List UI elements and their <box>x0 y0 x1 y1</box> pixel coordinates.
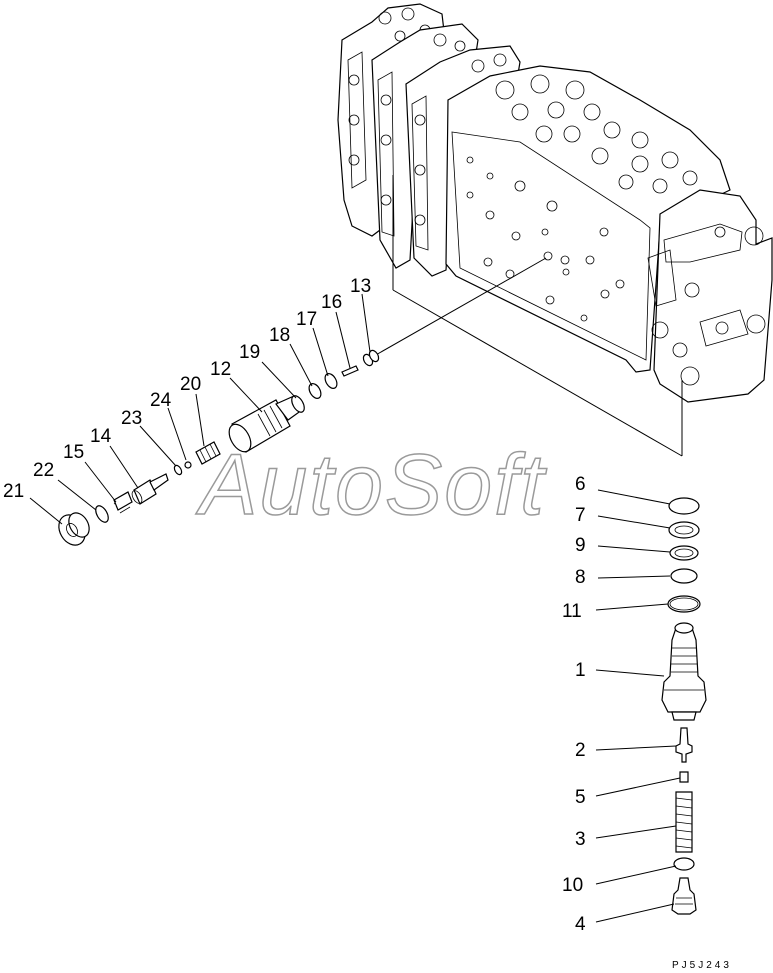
callout-9: 9 <box>575 535 586 556</box>
poppet-part-14 <box>131 473 169 505</box>
spring-part-20 <box>195 441 221 465</box>
callout-22: 22 <box>33 460 54 481</box>
left-valve-assembly <box>58 349 380 546</box>
spring-part-3 <box>675 791 693 853</box>
pin-part-16 <box>341 365 359 377</box>
spool-part-2 <box>675 727 693 763</box>
o-ring-part-18 <box>308 383 322 399</box>
callout-16: 16 <box>321 292 342 313</box>
seat-part-5 <box>679 771 689 783</box>
ring-part-23 <box>173 464 183 476</box>
callout-4: 4 <box>575 914 586 935</box>
spring-part-15 <box>113 491 133 514</box>
callout-14: 14 <box>90 426 112 447</box>
callout-21: 21 <box>3 481 24 502</box>
callout-6: 6 <box>575 474 586 495</box>
callout-5: 5 <box>575 787 586 808</box>
callout-15: 15 <box>63 442 84 463</box>
callout-24: 24 <box>150 390 172 411</box>
callout-2: 2 <box>575 740 586 761</box>
callout-23: 23 <box>121 408 142 429</box>
o-ring-part-11 <box>667 595 701 613</box>
ring-part-10 <box>673 857 695 871</box>
o-ring-part-8 <box>670 568 698 584</box>
port-routing-lines <box>373 175 683 457</box>
callout-10: 10 <box>562 875 583 896</box>
callout-18: 18 <box>269 325 290 346</box>
plug-part-21 <box>58 512 90 546</box>
o-ring-part-22 <box>95 505 109 523</box>
ring-part-7 <box>668 521 700 539</box>
o-ring-part-19 <box>291 395 305 413</box>
callout-12: 12 <box>210 359 231 380</box>
ball-part-24 <box>184 461 192 469</box>
callout-17: 17 <box>296 309 317 330</box>
callout-19: 19 <box>239 342 260 363</box>
callout-7: 7 <box>575 505 586 526</box>
ring-part-9 <box>669 545 699 561</box>
o-ring-part-6 <box>668 497 700 515</box>
control-valve-body <box>337 3 773 403</box>
cartridge-body-part-1 <box>661 622 707 721</box>
drawing-code: PJ5J243 <box>672 960 732 971</box>
callout-3: 3 <box>575 829 586 850</box>
right-valve-assembly <box>661 497 707 915</box>
callout-1: 1 <box>575 660 586 681</box>
watermark: AutoSoft <box>195 437 547 533</box>
plug-part-4 <box>671 877 697 915</box>
plug-part-13 <box>362 349 380 367</box>
callout-8: 8 <box>575 567 586 588</box>
backup-ring-part-17 <box>324 373 338 389</box>
leader-lines <box>29 293 681 923</box>
callout-20: 20 <box>180 374 201 395</box>
callout-13: 13 <box>350 276 371 297</box>
callout-labels: 21 22 15 14 23 24 20 12 19 18 17 16 13 6… <box>3 276 586 935</box>
callout-11: 11 <box>562 601 582 622</box>
